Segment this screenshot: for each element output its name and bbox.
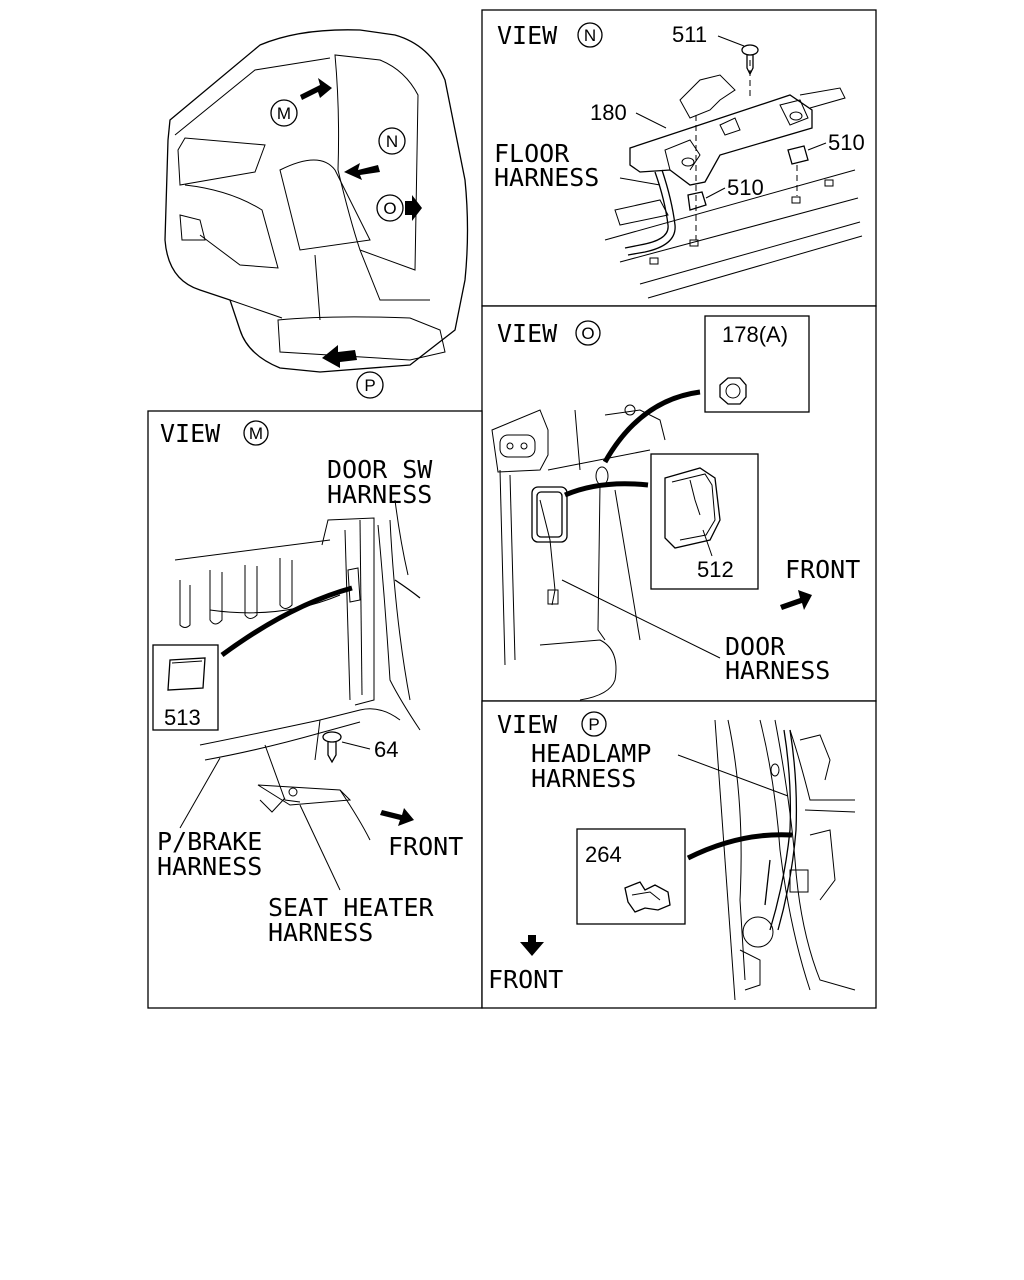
callout-box-264	[576, 828, 686, 925]
view-p-title: VIEW	[497, 710, 558, 739]
cab-overview-drawing: M N O P	[164, 29, 469, 399]
door-harness-label-1: DOOR	[725, 632, 786, 661]
callout-512: 512	[697, 557, 734, 582]
view-p-front-label: FRONT	[488, 965, 563, 994]
callout-264: 264	[585, 842, 622, 867]
view-n-marker: N	[584, 26, 596, 45]
floor-harness-label-2: HARNESS	[494, 163, 599, 192]
callout-180: 180	[590, 100, 627, 125]
view-n: VIEW N 511 180 510	[494, 21, 865, 299]
pbrake-harness-label-2: HARNESS	[157, 852, 262, 881]
door-sw-harness-label-2: HARNESS	[327, 480, 432, 509]
view-m: VIEW M DOOR SW HARNESS 64	[152, 419, 463, 947]
view-p: VIEW P HEADLAMP HARNESS 264 FRONT	[488, 710, 856, 1001]
view-o-marker: O	[581, 324, 594, 343]
headlamp-harness-label-2: HARNESS	[531, 764, 636, 793]
overview-marker-p: P	[364, 376, 375, 395]
callout-178a: 178(A)	[722, 322, 788, 347]
view-o-title: VIEW	[497, 319, 558, 348]
view-m-marker: M	[249, 424, 263, 443]
callout-513: 513	[164, 705, 201, 730]
callout-64: 64	[374, 737, 398, 762]
overview-marker-o: O	[383, 199, 396, 218]
floor-harness-label-1: FLOOR	[494, 139, 570, 168]
view-n-title: VIEW	[497, 21, 558, 50]
overview-marker-m: M	[277, 104, 291, 123]
view-p-marker: P	[588, 715, 599, 734]
headlamp-harness-label-1: HEADLAMP	[531, 739, 651, 768]
pbrake-harness-label-1: P/BRAKE	[157, 827, 262, 856]
door-harness-label-2: HARNESS	[725, 656, 830, 685]
seat-heater-harness-label-1: SEAT HEATER	[268, 893, 435, 922]
overview-marker-n: N	[386, 132, 398, 151]
callout-box-178a	[704, 315, 810, 413]
view-m-title: VIEW	[160, 419, 221, 448]
callout-510-upper: 510	[828, 130, 865, 155]
door-sw-harness-label-1: DOOR SW	[327, 455, 433, 484]
view-o-front-label: FRONT	[785, 555, 860, 584]
view-o: VIEW O 178(A) 512	[491, 315, 860, 701]
view-m-front-label: FRONT	[388, 832, 463, 861]
seat-heater-harness-label-2: HARNESS	[268, 918, 373, 947]
view-n-panel	[481, 9, 877, 307]
callout-511: 511	[672, 22, 707, 47]
callout-510-lower: 510	[727, 175, 764, 200]
